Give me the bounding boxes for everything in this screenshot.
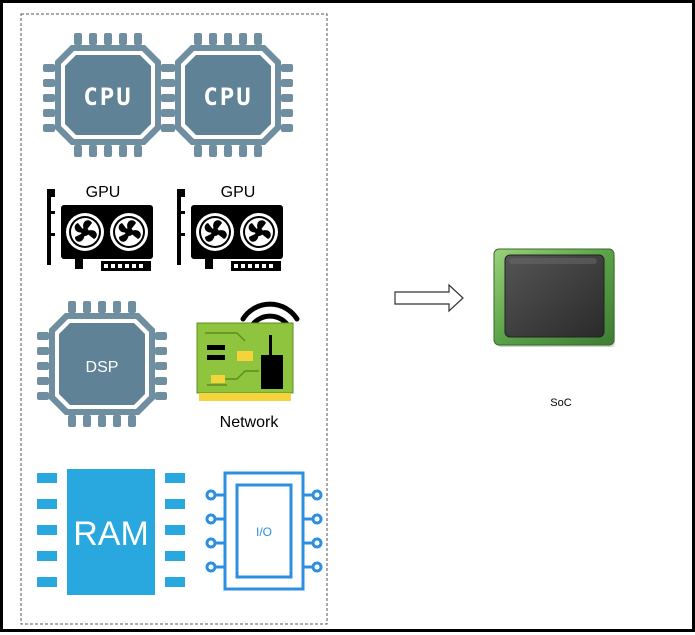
io-label: I/O [256,525,272,539]
gpu-2-label: GPU [221,184,256,201]
cpu-1-label: CPU [83,83,132,111]
cpu-2-label: CPU [203,83,252,111]
diagram-canvas: CPU CPU GPU [20,13,615,625]
soc-chip [493,248,615,347]
dsp-label: DSP [86,359,119,376]
io-chip: I/O [205,471,323,591]
ram-label: RAM [73,515,149,553]
gpu-1-label: GPU [86,184,121,201]
gpu-card-1: GPU [47,184,153,271]
dsp-chip: DSP [37,301,167,427]
transition-arrow-icon [394,283,464,313]
cpu-chip-1: CPU [43,33,173,157]
ram-module: RAM [37,469,185,595]
network-card: Network [196,301,300,431]
soc-label: SoC [550,397,571,409]
network-label: Network [220,414,280,431]
components-group-boundary [20,13,328,625]
cpu-chip-2: CPU [163,33,293,157]
gpu-card-2: GPU [177,184,283,271]
